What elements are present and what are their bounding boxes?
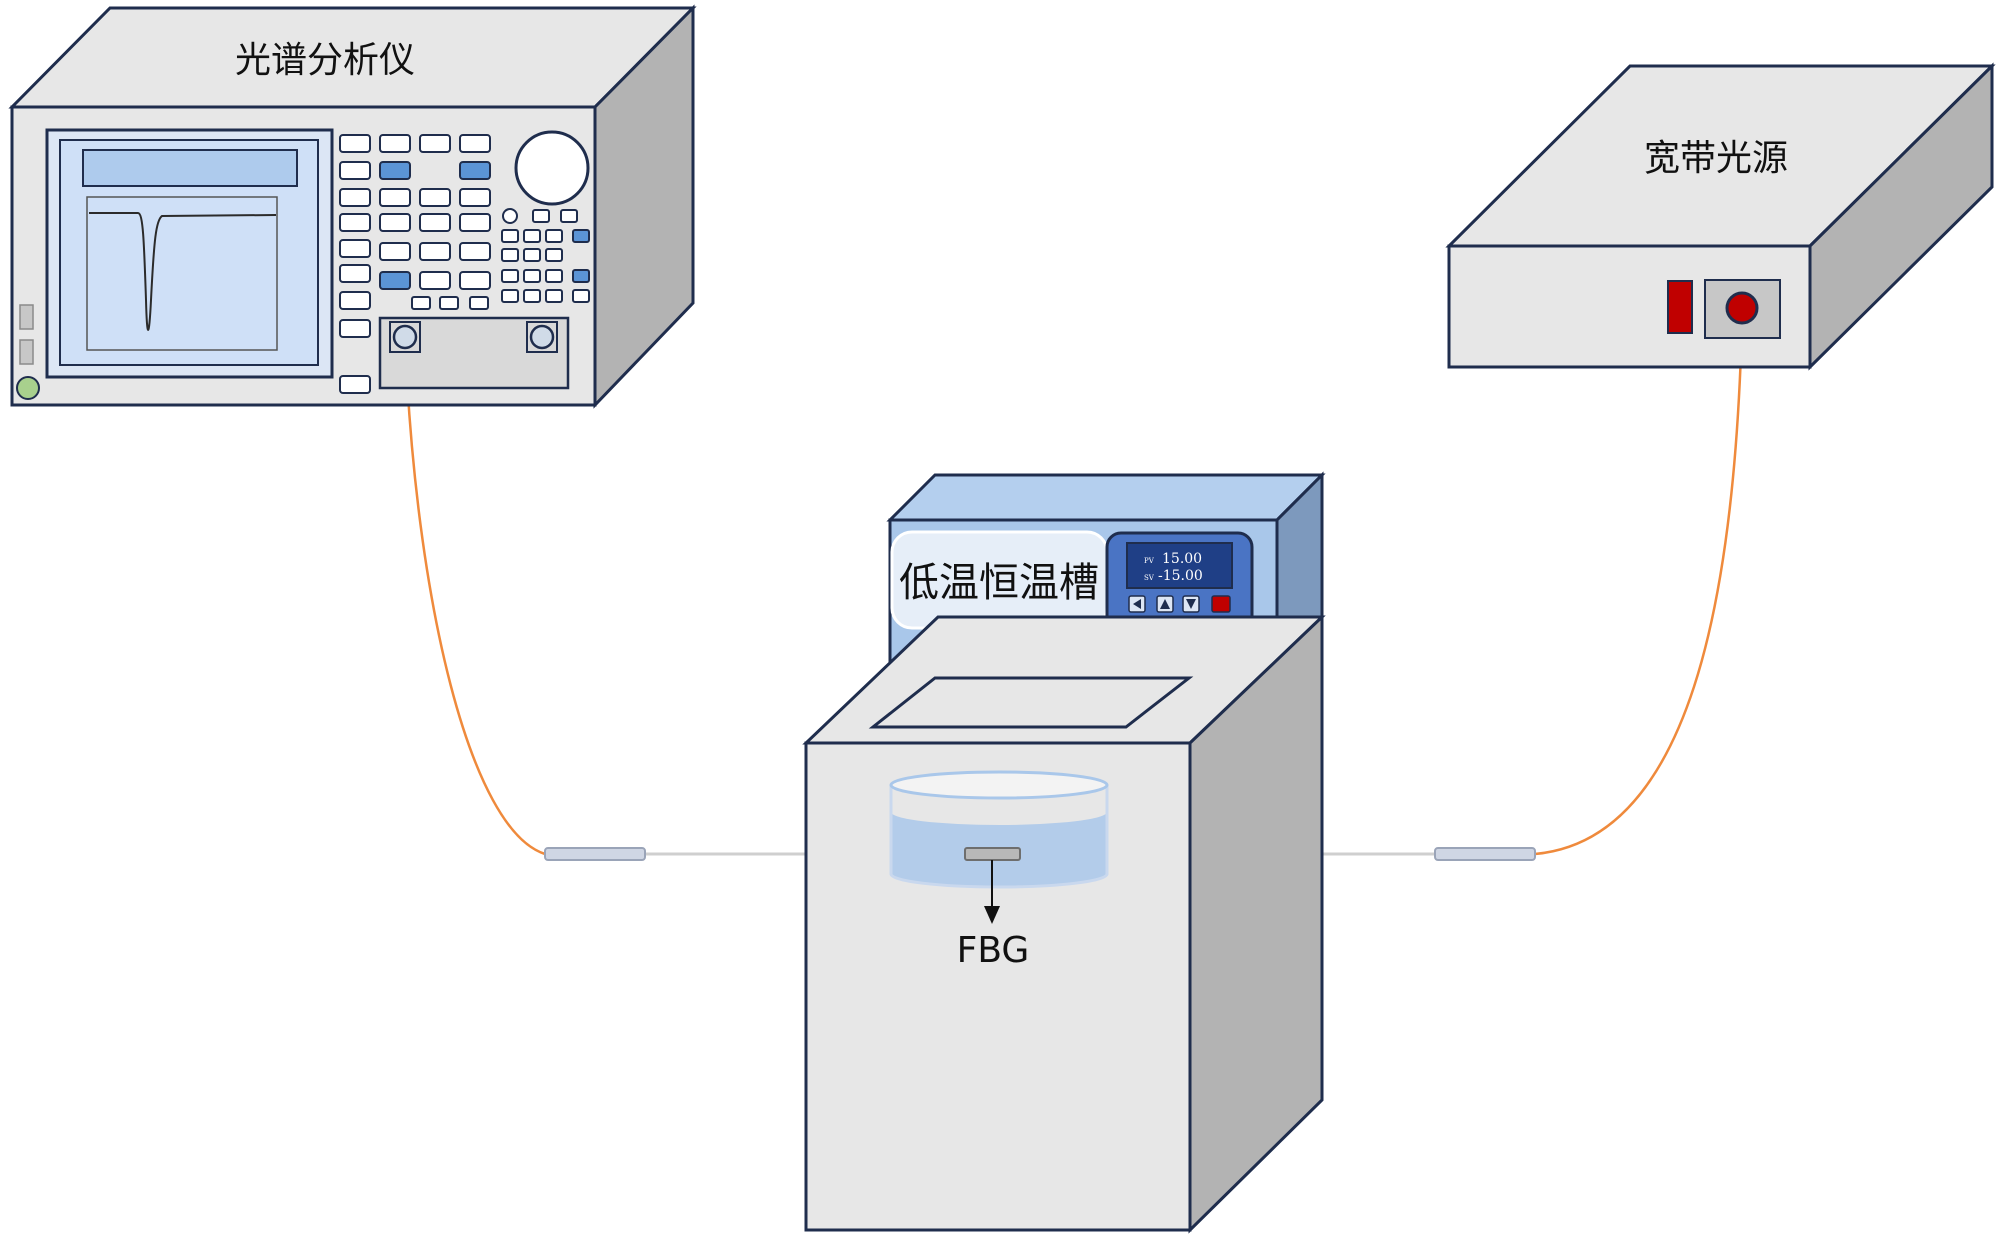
osa-screen-header bbox=[82, 149, 298, 187]
fbg-arrowhead-icon bbox=[984, 906, 1000, 924]
left-arrow-icon bbox=[1133, 599, 1141, 609]
osa-keypad bbox=[339, 134, 491, 394]
osa-small-key[interactable] bbox=[560, 209, 578, 223]
osa-small-key[interactable] bbox=[545, 269, 563, 283]
osa-small-key[interactable] bbox=[501, 248, 519, 262]
left-fiber-connector bbox=[544, 847, 646, 861]
osa-key[interactable] bbox=[459, 271, 491, 290]
vessel-rim bbox=[889, 770, 1109, 800]
osa-key[interactable] bbox=[339, 291, 371, 310]
osa-key[interactable] bbox=[379, 242, 411, 261]
osa-small-key[interactable] bbox=[532, 209, 550, 223]
osa-key[interactable] bbox=[379, 271, 411, 290]
osa-key[interactable] bbox=[339, 239, 371, 258]
osa-knob[interactable] bbox=[514, 130, 590, 206]
osa-key[interactable] bbox=[379, 161, 411, 180]
osa-small-key[interactable] bbox=[501, 269, 519, 283]
optical-spectrum-analyzer: 光谱分析仪 bbox=[8, 4, 697, 409]
osa-small-key[interactable] bbox=[523, 248, 541, 262]
osa-small-key[interactable] bbox=[572, 229, 590, 243]
osa-key[interactable] bbox=[411, 296, 431, 310]
bath-sv-tag: SV bbox=[1144, 574, 1155, 582]
fiber-osa-to-connector bbox=[403, 335, 546, 856]
osa-label: 光谱分析仪 bbox=[235, 40, 415, 81]
osa-key[interactable] bbox=[459, 161, 491, 180]
down-arrow-icon bbox=[1186, 599, 1196, 609]
osa-key[interactable] bbox=[339, 264, 371, 283]
fbg-label: FBG bbox=[957, 930, 1030, 971]
osa-key[interactable] bbox=[339, 161, 371, 180]
osa-key[interactable] bbox=[469, 296, 489, 310]
osa-side-button[interactable] bbox=[19, 304, 34, 330]
osa-key[interactable] bbox=[339, 213, 371, 232]
osa-key[interactable] bbox=[419, 271, 451, 290]
osa-key[interactable] bbox=[459, 213, 491, 232]
osa-small-key[interactable] bbox=[501, 289, 519, 303]
osa-plot-area bbox=[86, 196, 278, 351]
osa-optical-input-port[interactable] bbox=[392, 324, 418, 350]
source-power-switch[interactable] bbox=[1667, 280, 1693, 334]
bath-head-top bbox=[886, 473, 1326, 522]
osa-small-round-key[interactable] bbox=[502, 208, 518, 224]
bath-display bbox=[1126, 542, 1233, 589]
osa-small-key[interactable] bbox=[523, 289, 541, 303]
right-fiber-connector bbox=[1434, 847, 1536, 861]
broadband-light-source: 宽带光源 bbox=[1445, 62, 1996, 371]
source-output-port[interactable] bbox=[1725, 291, 1759, 325]
osa-key[interactable] bbox=[339, 375, 371, 394]
osa-small-key[interactable] bbox=[545, 289, 563, 303]
bath-cabinet-front bbox=[804, 741, 1192, 1232]
up-arrow-icon bbox=[1160, 599, 1170, 609]
osa-key[interactable] bbox=[459, 134, 491, 153]
bath-set-button[interactable] bbox=[1211, 595, 1231, 613]
osa-key[interactable] bbox=[419, 188, 451, 207]
osa-small-key[interactable] bbox=[523, 269, 541, 283]
osa-side-button[interactable] bbox=[19, 339, 34, 365]
osa-small-keys bbox=[501, 208, 590, 303]
osa-key[interactable] bbox=[419, 242, 451, 261]
osa-key[interactable] bbox=[379, 188, 411, 207]
osa-port-right[interactable] bbox=[529, 324, 555, 350]
fiber-source-to-connector bbox=[1534, 319, 1744, 856]
osa-small-key[interactable] bbox=[523, 229, 541, 243]
osa-spectrum-trace bbox=[89, 212, 277, 331]
osa-small-key[interactable] bbox=[545, 248, 563, 262]
bath-opening bbox=[868, 676, 1194, 729]
fbg-grating bbox=[964, 847, 1021, 861]
osa-small-key[interactable] bbox=[572, 289, 590, 303]
bath-liquid-vessel bbox=[889, 770, 1109, 889]
osa-small-key[interactable] bbox=[572, 269, 590, 283]
osa-key[interactable] bbox=[419, 213, 451, 232]
osa-key[interactable] bbox=[339, 134, 371, 153]
osa-key[interactable] bbox=[459, 188, 491, 207]
source-label: 宽带光源 bbox=[1644, 138, 1788, 179]
vessel-wall bbox=[889, 785, 1109, 889]
osa-key[interactable] bbox=[379, 213, 411, 232]
osa-small-key[interactable] bbox=[545, 229, 563, 243]
bath-label: 低温恒温槽 bbox=[899, 560, 1099, 606]
bath-sv-value: -15.00 bbox=[1158, 568, 1203, 584]
osa-key[interactable] bbox=[339, 319, 371, 338]
bath-pv-tag: PV bbox=[1144, 557, 1155, 565]
osa-key[interactable] bbox=[379, 134, 411, 153]
bath-pv-value: 15.00 bbox=[1162, 551, 1202, 567]
osa-key[interactable] bbox=[419, 134, 451, 153]
osa-power-button[interactable] bbox=[16, 376, 40, 400]
fbg-sensor: FBG bbox=[957, 847, 1030, 971]
osa-key[interactable] bbox=[459, 242, 491, 261]
osa-key[interactable] bbox=[339, 188, 371, 207]
low-temperature-bath: 低温恒温槽 PV 15.00 SV -15.00 bbox=[802, 471, 1326, 1234]
osa-key[interactable] bbox=[439, 296, 459, 310]
osa-small-key[interactable] bbox=[501, 229, 519, 243]
